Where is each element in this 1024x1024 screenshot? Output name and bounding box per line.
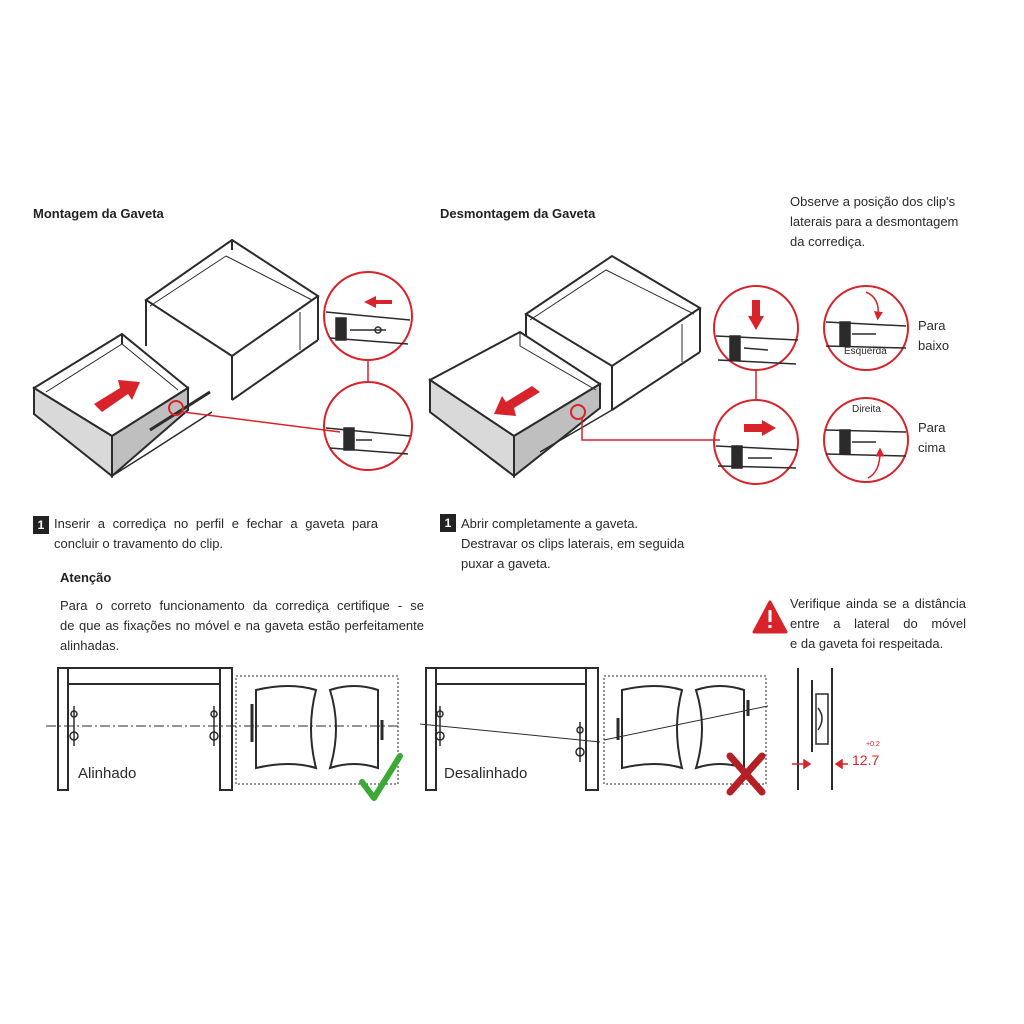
dismount-title: Desmontagem da Gaveta xyxy=(440,206,596,221)
mount-drawer-illustration xyxy=(32,332,213,479)
distance-tolerance: +0.2 xyxy=(866,741,880,748)
attention-line3: alinhadas. xyxy=(60,638,120,653)
dismount-step-badge: 1 xyxy=(440,514,456,532)
dismount-clip-arrow-down xyxy=(748,300,764,330)
mount-step-badge: 1 xyxy=(33,516,49,534)
down-label: Para baixo xyxy=(918,316,949,356)
attention-line2: de que as fixações no móvel e na gaveta … xyxy=(60,618,424,633)
left-clip-circle xyxy=(823,285,909,371)
mount-clip-arrow-left xyxy=(364,296,392,308)
distance-note-line1: Verifique ainda se a distância xyxy=(790,596,966,611)
dismount-drawer-illustration xyxy=(428,330,613,479)
clip-note-line3: da corrediça. xyxy=(790,234,866,249)
mount-step-text: Inserir a corrediça no perfil e fechar a… xyxy=(54,514,378,554)
mount-detail-circle-bottom xyxy=(323,381,413,471)
dismount-step-line2: Destravar os clips laterais, em seguida xyxy=(461,536,685,551)
up-label: Para cima xyxy=(918,418,945,458)
mount-cabinet-illustration xyxy=(144,238,320,401)
distance-note-line2: entre a lateral do móvel xyxy=(790,616,966,631)
distance-illustration xyxy=(797,668,833,790)
aligned-check-icon xyxy=(359,753,403,801)
misaligned-illustration xyxy=(425,667,767,791)
attention-line1: Para o correto funcionamento da corrediç… xyxy=(60,598,424,613)
mount-highlight-circle xyxy=(168,400,184,416)
up-label-2: cima xyxy=(918,440,946,455)
aligned-illustration xyxy=(57,667,399,791)
mount-step-line2: concluir o travamento do clip. xyxy=(54,536,224,551)
misaligned-label: Desalinhado xyxy=(444,765,528,782)
misaligned-cross-icon xyxy=(726,752,766,796)
attention-title: Atenção xyxy=(60,570,112,585)
mount-step-line1: Inserir a corrediça no perfil e fechar a… xyxy=(54,516,378,531)
dismount-clip-arrow-right xyxy=(744,420,776,436)
right-clip-tag: Direita xyxy=(852,404,881,415)
mount-push-arrow xyxy=(94,380,140,412)
warning-icon xyxy=(752,600,788,634)
dismount-detail-circle-bottom xyxy=(713,399,799,485)
dismount-step-text: Abrir completamente a gaveta. Destravar … xyxy=(461,514,701,574)
dismount-cabinet-illustration xyxy=(524,254,702,411)
clip-note-line2: laterais para a desmontagem xyxy=(790,214,959,229)
right-clip-circle xyxy=(823,397,909,483)
down-label-1: Para xyxy=(918,318,946,333)
distance-value: 12.7 xyxy=(852,752,880,768)
dismount-pull-arrow xyxy=(494,386,540,416)
dismount-step-line3: puxar a gaveta. xyxy=(461,556,551,571)
aligned-label: Alinhado xyxy=(78,765,137,782)
left-clip-tag: Esquerda xyxy=(844,346,887,357)
distance-note-line3: e da gaveta foi respeitada. xyxy=(790,636,944,651)
mount-title: Montagem da Gaveta xyxy=(33,206,164,221)
distance-note: Verifique ainda se a distância entre a l… xyxy=(790,594,966,654)
dismount-step-line1: Abrir completamente a gaveta. xyxy=(461,516,639,531)
dismount-highlight-circle xyxy=(570,404,586,420)
clip-note-line1: Observe a posição dos clip's xyxy=(790,194,956,209)
attention-text: Para o correto funcionamento da corrediç… xyxy=(60,596,424,656)
down-label-2: baixo xyxy=(918,338,950,353)
clip-note: Observe a posição dos clip's laterais pa… xyxy=(790,192,970,252)
up-label-1: Para xyxy=(918,420,946,435)
